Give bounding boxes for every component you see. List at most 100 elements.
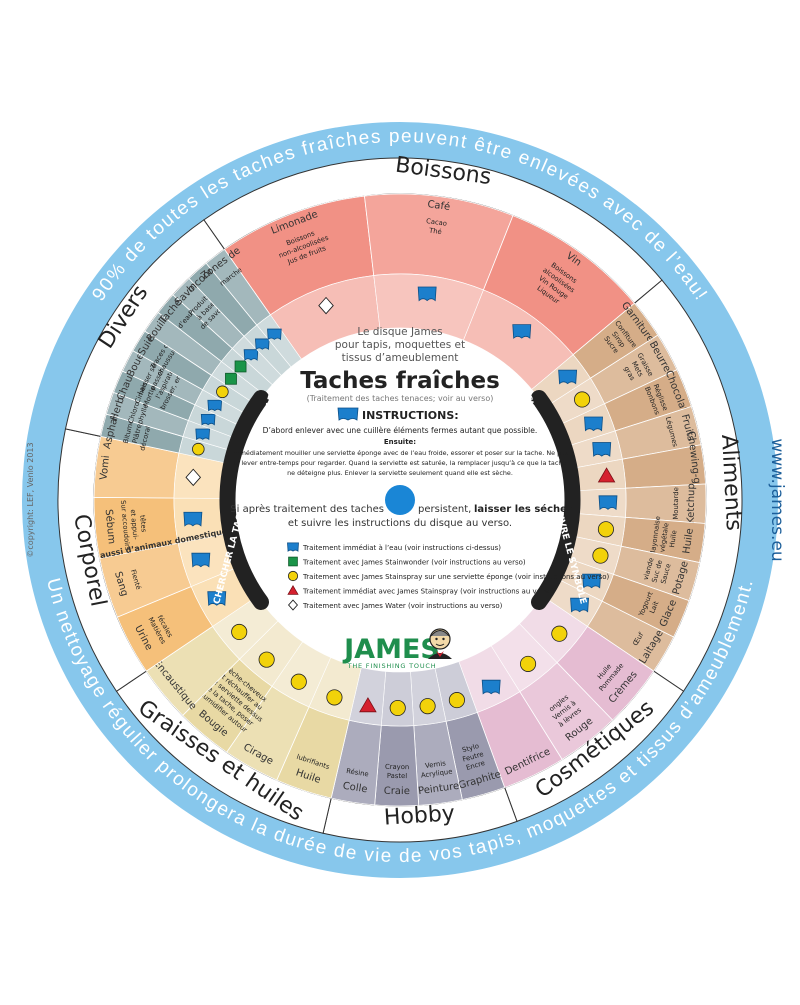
item-sublabel: et appui- — [129, 509, 140, 541]
dry-line-4: et suivre les instructions du disque au … — [288, 518, 512, 529]
brand-tagline: THE FINISHING TOUCH — [347, 662, 437, 670]
instruction-line-5: ne déteigne plus. Enlever la serviette s… — [287, 469, 513, 477]
legend-text: Traitement avec James Stainspray sur une… — [302, 573, 610, 581]
water-treatment-icon — [592, 442, 612, 457]
item-label: Craie — [384, 786, 410, 797]
intro-line-1: Le disque James — [357, 326, 442, 338]
water-treatment-icon — [267, 328, 282, 341]
stainspray-icon — [574, 391, 591, 408]
water-treatment-icon — [598, 495, 618, 511]
water-treatment-icon — [481, 679, 501, 695]
water-treatment-icon — [243, 349, 259, 361]
item-sublabel: Pastel — [387, 772, 407, 780]
legend-text: Traitement avec James Stainwonder (voir … — [302, 559, 526, 567]
item-sublabel: Cacao — [426, 217, 448, 228]
water-treatment-icon — [512, 324, 532, 339]
center-panel: CHERCHER LA TACHE, SUIVRE LE SYMBOLE CHE… — [212, 326, 610, 670]
water-treatment-icon — [200, 414, 216, 426]
instruction-line-3: Immédiatement mouiller une serviette épo… — [232, 449, 569, 457]
item-sublabel: Résine — [346, 767, 369, 778]
item-sublabel: têtes — [138, 515, 148, 533]
legend-text: Traitement immédiat avec James Stainspra… — [302, 588, 555, 596]
legend-row: Traitement avec James Stainwonder (voir … — [288, 556, 526, 567]
symbol-legend: Traitement immédiat à l’eau (voir instru… — [287, 542, 610, 611]
item-label: Colle — [342, 781, 368, 796]
item-sublabel: Crayon — [385, 763, 409, 771]
instruction-line-1: D’abord enlever avec une cuillère élémen… — [263, 426, 538, 435]
instructions-title: INSTRUCTIONS: — [362, 409, 459, 422]
dry-line-3: laisser les sécher — [474, 503, 572, 515]
item-label: Peinture — [418, 781, 460, 797]
item-label: Café — [427, 198, 451, 213]
item-icon-wedge — [256, 314, 302, 368]
water-treatment-icon — [207, 399, 223, 412]
copyright-text: ©copyright: LEF, Venlo 2013 — [26, 442, 35, 557]
instruction-line-4: la lever entre-temps pour regarder. Quan… — [234, 459, 567, 467]
stainspray-direct-icon — [359, 697, 377, 713]
item-icon-wedge — [380, 671, 415, 727]
stainspray-icon — [551, 625, 568, 642]
stainspray-icon — [258, 651, 275, 668]
legend-text: Traitement avec James Water (voir instru… — [302, 602, 503, 610]
legend-text: Traitement immédiat à l’eau (voir instru… — [302, 544, 501, 552]
website-text[interactable]: www.james.eu — [767, 438, 787, 561]
dry-line-2: persistent, — [418, 504, 471, 515]
water-treatment-icon — [584, 416, 603, 432]
center-blue-dot — [385, 485, 415, 515]
water-treatment-icon — [558, 369, 578, 385]
page-title: Taches fraîches — [300, 368, 500, 394]
intro-line-3: tissus d’ameublement — [342, 352, 459, 364]
stainspray-direct-icon — [287, 585, 299, 595]
water-treatment-icon — [207, 591, 227, 607]
item-sublabel: Huile — [668, 530, 678, 548]
item-sublabel: Vernis — [425, 759, 447, 770]
item-sublabel: Moutarde — [672, 487, 680, 519]
category-divers: AsphalteBitumePlâtredécoratifHerbeChloro… — [64, 219, 302, 465]
james-water-icon — [287, 599, 299, 611]
james-water-icon — [185, 468, 202, 487]
water-treatment-icon — [417, 286, 437, 302]
stainspray-icon — [287, 570, 299, 582]
item-label: Ketchup — [686, 483, 697, 524]
right-label-band — [531, 390, 581, 610]
james-water-icon — [318, 296, 334, 315]
intro-line-2: pour tapis, moquettes et — [335, 339, 465, 351]
page-subtitle: (Traitement des taches tenaces; voir au … — [307, 394, 494, 403]
category-name: Hobby — [383, 801, 455, 830]
stainspray-icon — [326, 689, 343, 706]
legend-row: Traitement immédiat à l’eau (voir instru… — [287, 542, 501, 552]
category-name: Aliments — [716, 434, 746, 531]
stainspray-icon — [419, 698, 436, 715]
instruction-line-2: Ensuite: — [384, 438, 416, 446]
stainspray-icon — [231, 623, 248, 641]
item-label: Sébum — [103, 509, 118, 545]
instructions-water-icon — [337, 407, 359, 421]
left-label-band — [219, 390, 269, 610]
brand-name[interactable]: JAMES — [342, 634, 440, 665]
stainwonder-icon — [234, 360, 247, 373]
stainwonder-icon — [288, 556, 298, 567]
water-treatment-icon — [183, 511, 203, 527]
legend-row: Traitement avec James Stainspray sur une… — [287, 570, 610, 582]
item-label: Huile — [681, 528, 695, 555]
stainspray-icon — [216, 385, 229, 399]
stainspray-icon — [592, 547, 609, 564]
water-treatment-icon — [570, 597, 590, 613]
dry-line-1: Si après traitement des taches — [230, 503, 384, 515]
legend-row: Traitement immédiat avec James Stainspra… — [287, 585, 555, 596]
item-label: Vomi — [98, 455, 112, 481]
stainwonder-icon — [225, 372, 237, 385]
item-sublabel: Thé — [428, 226, 443, 236]
butler-logo-icon — [428, 628, 452, 659]
stainspray-icon — [448, 692, 465, 709]
water-treatment-icon — [195, 428, 210, 441]
stainspray-direct-icon — [597, 467, 616, 483]
legend-row: Traitement avec James Water (voir instru… — [287, 599, 503, 611]
stainspray-icon — [389, 699, 406, 717]
